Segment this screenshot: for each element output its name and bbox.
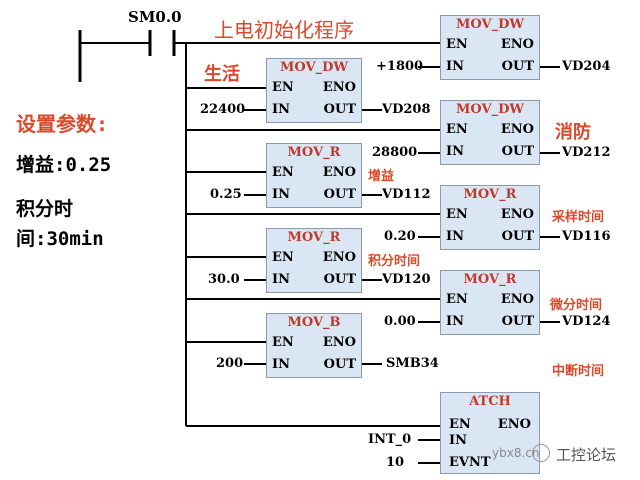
pin-eno: ENO xyxy=(322,165,356,180)
pin-out: OUT xyxy=(501,229,534,244)
block-title: MOV_R xyxy=(287,230,341,245)
block-title: MOV_DW xyxy=(280,60,348,75)
annotation-domestic: 生活 xyxy=(204,64,240,85)
in-value: 30.0 xyxy=(208,272,240,287)
annotation-gain: 增益 xyxy=(368,169,395,184)
pin-out: OUT xyxy=(501,144,534,159)
pin-eno: ENO xyxy=(500,37,534,52)
block-mov-r-vd116[interactable]: MOV_R EN ENO IN OUT xyxy=(440,185,540,250)
annotation-fire: 消防 xyxy=(555,122,591,143)
block-mov-r-vd124[interactable]: MOV_R EN ENO IN OUT xyxy=(440,270,540,335)
pin-in: IN xyxy=(272,187,290,202)
pin-in: IN xyxy=(446,144,464,159)
pin-eno: ENO xyxy=(497,417,531,432)
contact-label: SM0.0 xyxy=(128,8,182,26)
pin-in: IN xyxy=(446,59,464,74)
block-title: MOV_R xyxy=(463,272,517,287)
pin-en: EN xyxy=(272,165,294,180)
block-mov-dw-vd212[interactable]: MOV_DW EN ENO IN OUT xyxy=(440,100,540,165)
block-mov-r-vd120[interactable]: MOV_R EN ENO IN OUT xyxy=(266,228,362,293)
pin-in: IN xyxy=(272,272,290,287)
pin-out: OUT xyxy=(323,272,356,287)
out-value: VD112 xyxy=(382,187,431,202)
pin-out: OUT xyxy=(323,102,356,117)
pin-eno: ENO xyxy=(500,292,534,307)
pin-out: OUT xyxy=(501,59,534,74)
in-value: 0.25 xyxy=(210,187,242,202)
block-atch[interactable]: ATCH EN ENO IN EVNT xyxy=(440,392,540,474)
block-mov-dw-vd208[interactable]: MOV_DW EN ENO IN OUT xyxy=(266,58,362,123)
integral-param-line2: 间:30min xyxy=(16,228,104,250)
pin-in: IN xyxy=(272,357,290,372)
pin-en: EN xyxy=(449,417,471,432)
pin-en: EN xyxy=(272,80,294,95)
block-title: MOV_R xyxy=(287,145,341,160)
params-heading: 设置参数: xyxy=(16,112,109,136)
pin-evnt: EVNT xyxy=(449,455,491,470)
out-value: VD124 xyxy=(562,314,611,329)
pin-in: IN xyxy=(272,102,290,117)
block-title: ATCH xyxy=(469,394,511,409)
pin-in: IN xyxy=(446,229,464,244)
block-mov-dw-vd204[interactable]: MOV_DW EN ENO IN OUT xyxy=(440,15,540,80)
watermark-site: ybx8.cn xyxy=(492,446,540,460)
pin-en: EN xyxy=(446,207,468,222)
wechat-icon xyxy=(532,444,550,462)
pin-en: EN xyxy=(446,292,468,307)
block-title: MOV_DW xyxy=(456,17,524,32)
pin-eno: ENO xyxy=(322,80,356,95)
out-value: VD212 xyxy=(562,145,611,160)
watermark-brand: 工控论坛 xyxy=(556,446,617,464)
pin-en: EN xyxy=(272,335,294,350)
pin-out: OUT xyxy=(323,187,356,202)
pin-en: EN xyxy=(272,250,294,265)
out-value: VD120 xyxy=(382,272,431,287)
in-value: 22400 xyxy=(200,102,246,117)
gain-param: 增益:0.25 xyxy=(16,154,112,176)
pin-eno: ENO xyxy=(322,250,356,265)
pin-out: OUT xyxy=(501,314,534,329)
pin-eno: ENO xyxy=(500,122,534,137)
annotation-interrupt-time: 中断时间 xyxy=(552,364,605,379)
pin-int: IN xyxy=(449,433,467,448)
pin-en: EN xyxy=(446,37,468,52)
pin-en: EN xyxy=(446,122,468,137)
out-value: VD116 xyxy=(562,229,611,244)
block-mov-r-vd112[interactable]: MOV_R EN ENO IN OUT xyxy=(266,143,362,208)
block-title: MOV_B xyxy=(287,315,341,330)
in-value: 0.00 xyxy=(384,314,416,329)
block-title: MOV_DW xyxy=(456,102,524,117)
block-title: MOV_R xyxy=(463,187,517,202)
int-value: INT_0 xyxy=(368,432,412,447)
pin-eno: ENO xyxy=(322,335,356,350)
in-value: 0.20 xyxy=(384,229,416,244)
annotation-integral-time: 积分时间 xyxy=(368,254,421,269)
in-value: +1800 xyxy=(376,59,424,74)
pin-out: OUT xyxy=(323,357,356,372)
evnt-value: 10 xyxy=(386,455,405,470)
program-title: 上电初始化程序 xyxy=(214,18,354,42)
in-value: 28800 xyxy=(372,145,418,160)
annotation-derivative-time: 微分时间 xyxy=(550,298,603,313)
out-value: SMB34 xyxy=(386,356,439,371)
integral-param-line1: 积分时 xyxy=(16,198,74,220)
block-mov-b-smb34[interactable]: MOV_B EN ENO IN OUT xyxy=(266,313,362,378)
in-value: 200 xyxy=(216,356,244,371)
out-value: VD208 xyxy=(382,102,431,117)
annotation-sample-time: 采样时间 xyxy=(552,210,605,225)
pin-in: IN xyxy=(446,314,464,329)
out-value: VD204 xyxy=(562,59,611,74)
pin-eno: ENO xyxy=(500,207,534,222)
